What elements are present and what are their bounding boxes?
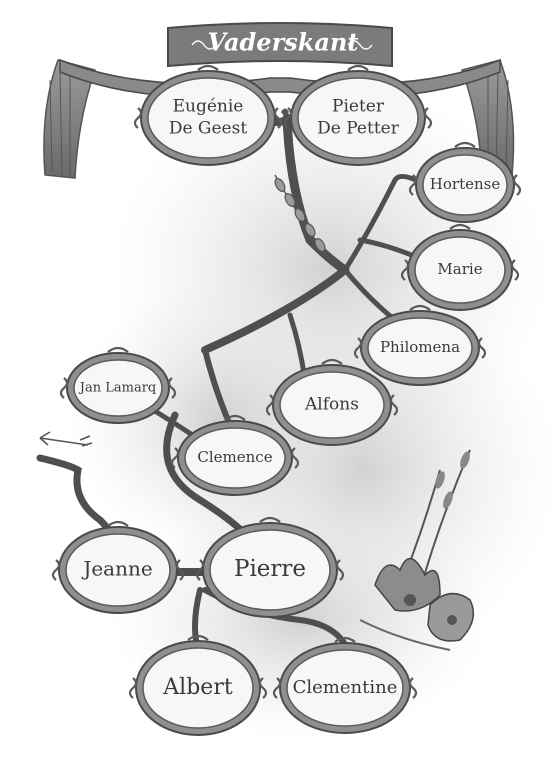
frame-panel <box>414 236 506 304</box>
person-node-jeanne[interactable]: Jeanne <box>51 520 185 614</box>
frame-panel <box>65 533 171 607</box>
frame-panel <box>184 427 286 489</box>
person-name: Philomena <box>380 338 460 356</box>
person-node-alfons[interactable]: Alfons <box>265 358 399 446</box>
scroll-ornament <box>128 677 138 699</box>
scroll-ornament <box>133 107 143 129</box>
scroll-ornament <box>512 174 522 196</box>
frame-panel <box>209 529 331 611</box>
person-node-albert[interactable]: Albert <box>128 634 268 736</box>
scroll-ornament <box>273 107 283 129</box>
scroll-ornament <box>353 337 363 359</box>
scroll-ornament <box>409 304 431 311</box>
scroll-ornament <box>334 636 356 643</box>
scroll-ornament <box>258 677 268 699</box>
person-name-line2: De Geest <box>169 119 248 139</box>
scroll-ornament <box>408 677 418 699</box>
person-name: Clementine <box>293 677 398 698</box>
arrow-left-icon <box>39 431 93 447</box>
scroll-ornament <box>477 337 487 359</box>
banner-ribbon: Vaderskant <box>59 22 501 98</box>
person-node-clemence[interactable]: Clemence <box>170 414 300 496</box>
banner-title: Vaderskant <box>208 28 359 57</box>
frame-panel <box>422 154 508 216</box>
fern-decoration <box>274 174 331 261</box>
flowers-decoration <box>359 449 475 651</box>
person-name: Alfons <box>304 395 359 415</box>
person-node-hortense[interactable]: Hortense <box>408 141 522 223</box>
scroll-ornament <box>195 559 205 581</box>
scroll-ornament <box>197 64 219 71</box>
frame-panel <box>297 77 419 159</box>
scroll-ornament <box>321 358 343 365</box>
scroll-ornament <box>187 634 209 641</box>
person-name: Pierre <box>234 556 306 582</box>
scroll-ornament <box>290 447 300 469</box>
person-node-jan[interactable]: Jan Lamarq <box>59 346 177 424</box>
scroll-ornament <box>347 64 369 71</box>
scroll-ornament <box>389 394 399 416</box>
scroll-ornament <box>170 447 180 469</box>
frame-panel <box>147 77 269 159</box>
scroll-ornament <box>59 377 69 399</box>
person-name: Jan Lamarq <box>78 381 156 396</box>
person-name: Hortense <box>430 175 501 193</box>
scroll-ornament <box>259 516 281 523</box>
person-node-clementine[interactable]: Clementine <box>272 636 418 734</box>
scroll-ornament <box>265 394 275 416</box>
person-name: Marie <box>437 260 482 278</box>
scroll-ornament <box>335 559 345 581</box>
person-node-marie[interactable]: Marie <box>400 223 520 311</box>
frame-panel <box>279 371 385 439</box>
person-name: Albert <box>162 675 233 700</box>
scroll-ornament <box>51 559 61 581</box>
left-drape-decoration <box>43 59 96 179</box>
person-name-line1: Pieter <box>332 97 385 117</box>
scroll-ornament <box>449 223 471 230</box>
scroll-ornament <box>510 259 520 281</box>
scroll-ornament <box>454 141 476 148</box>
scroll-ornament <box>283 107 293 129</box>
scroll-ornament <box>167 377 177 399</box>
scroll-ornament <box>175 559 185 581</box>
scroll-ornament <box>272 677 282 699</box>
scroll-ornament <box>400 259 410 281</box>
frame-panel <box>286 649 404 727</box>
scroll-ornament <box>107 520 129 527</box>
scroll-ornament <box>107 346 129 353</box>
person-name-line1: Eugénie <box>173 97 244 117</box>
frame-panel <box>367 317 473 379</box>
person-node-pierre[interactable]: Pierre <box>195 516 345 618</box>
scroll-ornament <box>224 414 246 421</box>
frame-panel <box>142 647 254 729</box>
person-name: Clemence <box>197 448 272 466</box>
scroll-ornament <box>408 174 418 196</box>
frame-panel <box>73 359 163 417</box>
person-name-line2: De Petter <box>317 119 400 139</box>
person-name: Jeanne <box>81 557 152 581</box>
person-node-philomena[interactable]: Philomena <box>353 304 487 386</box>
scroll-ornament <box>423 107 433 129</box>
